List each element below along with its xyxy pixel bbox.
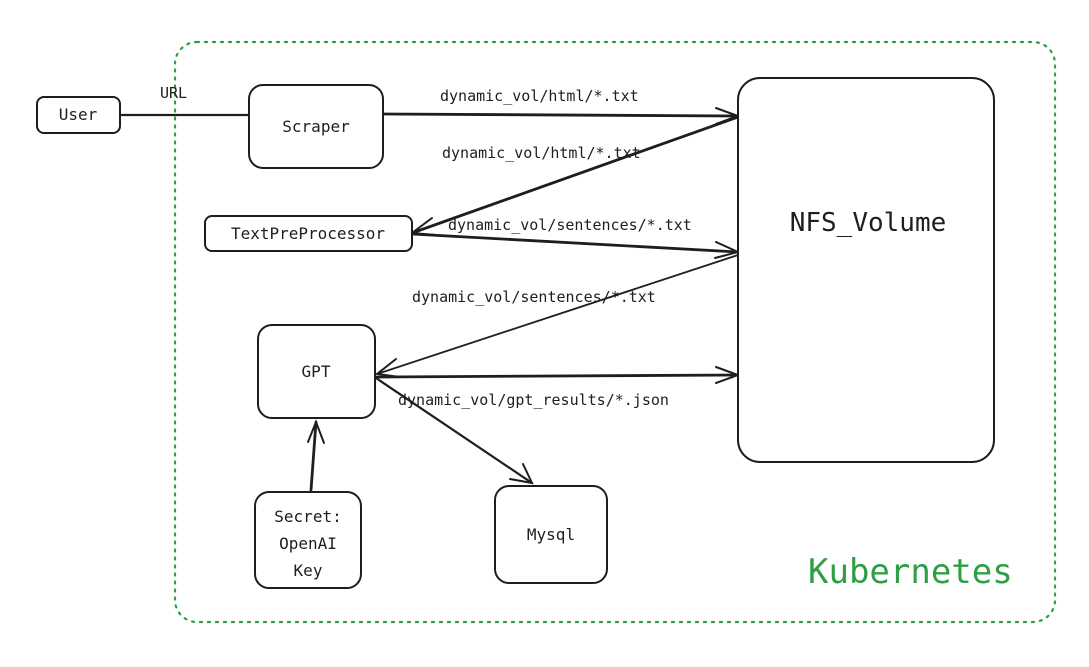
edge-gpt-to-nfs [375, 366, 741, 384]
node-text-pre-processor-label: TextPreProcessor [231, 224, 385, 243]
node-secret-openai-key: Secret: OpenAI Key [254, 491, 362, 589]
node-nfs-volume: NFS_Volume [737, 77, 995, 463]
node-gpt: GPT [257, 324, 376, 419]
edge-label-scraper-nfs: dynamic_vol/html/*.txt [440, 87, 639, 105]
node-user: User [36, 96, 121, 134]
node-mysql-label: Mysql [527, 525, 575, 544]
node-mysql: Mysql [494, 485, 608, 584]
edge-user-to-scraper [118, 106, 273, 124]
edge-scraper-to-nfs [381, 107, 741, 125]
kubernetes-cluster-boundary [173, 40, 1057, 624]
edge-label-preprocessor-nfs: dynamic_vol/sentences/*.txt [448, 216, 692, 234]
node-scraper: Scraper [248, 84, 384, 169]
edge-label-nfs-gpt: dynamic_vol/sentences/*.txt [412, 288, 656, 306]
edge-gpt-to-mysql [374, 376, 534, 485]
node-user-label: User [59, 105, 98, 124]
edge-nfs-to-gpt [374, 254, 739, 378]
node-nfs-volume-label: NFS_Volume [790, 208, 947, 238]
node-secret-label-line1: Secret: [274, 507, 341, 526]
edge-secret-to-gpt [307, 419, 325, 492]
node-text-pre-processor: TextPreProcessor [204, 215, 413, 252]
node-scraper-label: Scraper [282, 117, 350, 136]
edge-label-gpt-nfs: dynamic_vol/gpt_results/*.json [398, 391, 669, 409]
edge-preprocessor-to-nfs [410, 232, 741, 259]
edge-label-nfs-preprocessor: dynamic_vol/html/*.txt [442, 144, 641, 162]
node-secret-label-line3: Key [294, 561, 323, 580]
node-gpt-label: GPT [302, 362, 331, 381]
kubernetes-label: Kubernetes [808, 552, 1013, 592]
edge-label-url: URL [160, 84, 187, 102]
node-secret-label-line2: OpenAI [279, 534, 337, 553]
